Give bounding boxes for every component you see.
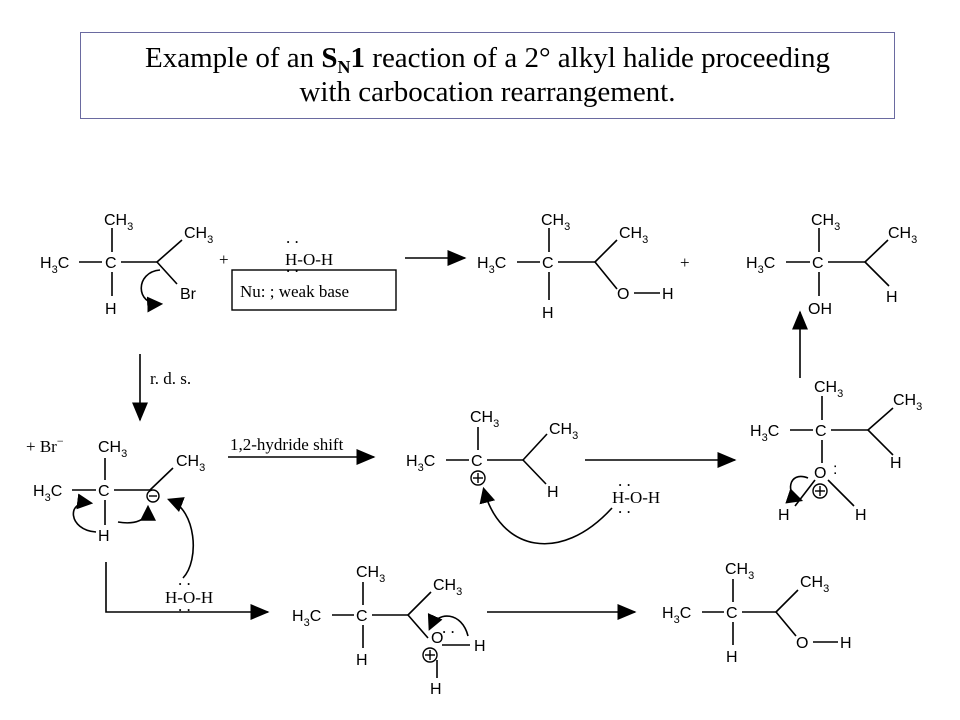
plus-sign: + <box>219 250 229 269</box>
label-h: H <box>547 484 559 501</box>
label-ch3: CH3 <box>549 421 578 442</box>
label-ch3: CH3 <box>184 225 213 246</box>
label-ch3: CH3 <box>104 212 133 233</box>
label-c: C <box>105 255 117 272</box>
water-label: H-O-H <box>165 588 213 607</box>
label-c: C <box>726 605 738 622</box>
label-c: C <box>815 423 827 440</box>
label-h3c: H3C <box>746 255 775 276</box>
lone-pair-dots: . . <box>286 257 299 276</box>
label-c: C <box>812 255 824 272</box>
lone-pair-dots: . . <box>178 570 191 589</box>
label-ch3: CH3 <box>893 392 922 413</box>
label-ch3: CH3 <box>811 212 840 233</box>
title-suffix: reaction of a 2° alkyl halide proceeding <box>365 42 830 74</box>
label-ch3: CH3 <box>800 574 829 595</box>
label-h: H <box>474 638 486 655</box>
br-ion-label: + Br− <box>26 434 64 456</box>
label-o: O <box>814 465 826 482</box>
label-ch3: CH3 <box>433 577 462 598</box>
label-h: H <box>840 635 852 652</box>
lone-pair-dots: . . <box>618 471 631 490</box>
label-o: O <box>617 286 629 303</box>
label-c: C <box>356 608 368 625</box>
title-box: Example of an SN1 reaction of a 2° alkyl… <box>80 32 895 119</box>
label-o: O <box>431 630 443 647</box>
title-prefix: Example of an <box>145 42 322 74</box>
lone-pair-colon: : <box>833 461 837 478</box>
label-o: O <box>796 635 808 652</box>
label-br: Br <box>180 286 197 303</box>
label-h: H <box>778 507 790 524</box>
label-h: H <box>726 649 738 666</box>
label-h3c: H3C <box>33 483 62 504</box>
label-ch3: CH3 <box>619 225 648 246</box>
label-h3c: H3C <box>406 453 435 474</box>
label-c: C <box>471 453 483 470</box>
water-label: H-O-H <box>285 250 333 269</box>
label-h: H <box>105 301 117 318</box>
title-line2: with carbocation rearrangement. <box>299 76 676 108</box>
title-sn: SN1 <box>321 42 366 77</box>
hydride-shift-label: 1,2-hydride shift <box>230 435 344 454</box>
label-h: H <box>855 507 867 524</box>
label-ch3: CH3 <box>176 453 205 474</box>
nu-box-label: Nu: ; weak base <box>240 282 349 301</box>
label-h3c: H3C <box>477 255 506 276</box>
label-h: H <box>98 528 110 545</box>
label-h3c: H3C <box>292 608 321 629</box>
label-h: H <box>430 681 442 698</box>
label-h3c: H3C <box>40 255 69 276</box>
label-h: H <box>356 652 368 669</box>
water-label: H-O-H <box>612 488 660 507</box>
label-ch3: CH3 <box>725 561 754 582</box>
label-ch3: CH3 <box>470 409 499 430</box>
label-oh: OH <box>808 301 832 318</box>
lone-pair-dots: . . <box>286 228 299 247</box>
label-ch3: CH3 <box>814 379 843 400</box>
label-h: H <box>890 455 902 472</box>
label-ch3: CH3 <box>356 564 385 585</box>
label-h3c: H3C <box>750 423 779 444</box>
lone-pair-dots: . . <box>618 498 631 517</box>
label-c: C <box>98 483 110 500</box>
label-ch3: CH3 <box>888 225 917 246</box>
label-h: H <box>542 305 554 322</box>
rds-label: r. d. s. <box>150 369 191 388</box>
label-c: C <box>542 255 554 272</box>
lone-pair-dots: . . <box>178 596 191 615</box>
plus-sign: + <box>680 253 690 272</box>
label-ch3: CH3 <box>98 439 127 460</box>
label-h: H <box>662 286 674 303</box>
lone-pair-dots: . . <box>442 618 455 637</box>
label-ch3: CH3 <box>541 212 570 233</box>
label-h3c: H3C <box>662 605 691 626</box>
label-h: H <box>886 289 898 306</box>
